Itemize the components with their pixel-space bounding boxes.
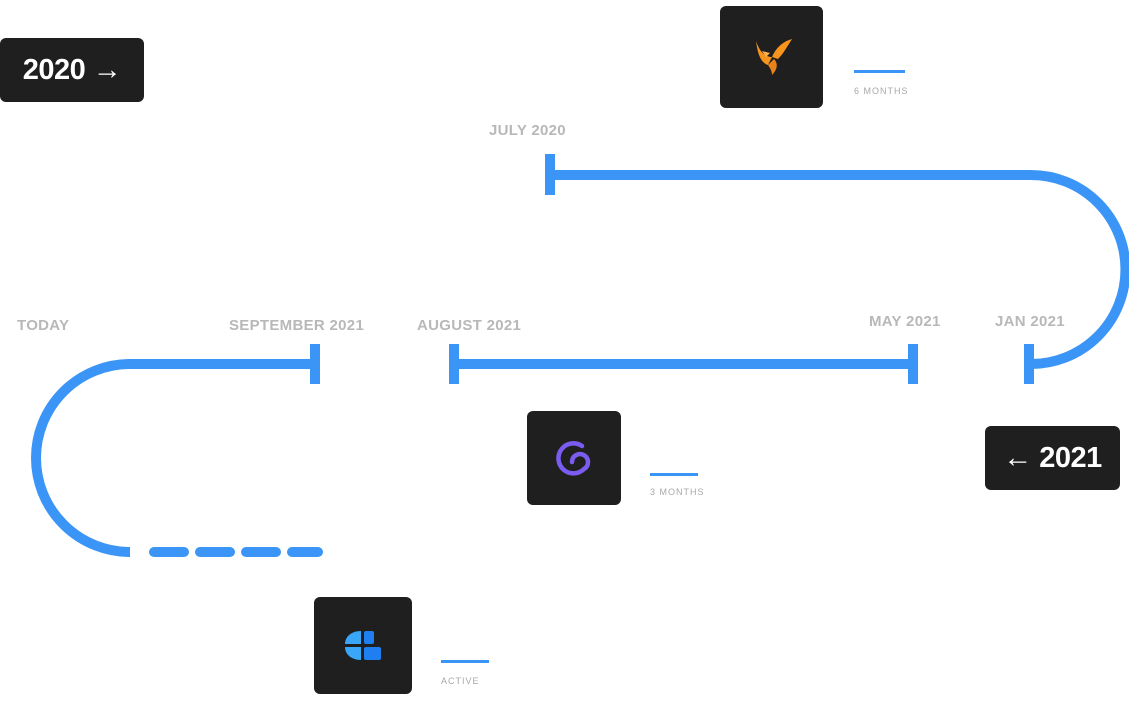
company-tile-3 (314, 597, 412, 694)
fastspring-bird-icon (755, 39, 792, 75)
year-badge-2021-label: ← 2021 (1003, 441, 1102, 474)
year-badge-2021: ← 2021 (985, 426, 1120, 490)
date-label-today: TODAY (17, 317, 70, 334)
date-label-may-2021: MAY 2021 (869, 313, 941, 330)
blue-blocks-icon (345, 630, 381, 660)
duration-line-1 (854, 70, 905, 73)
duration-label-3: ACTIVE (441, 676, 480, 686)
duration-line-2 (650, 473, 698, 476)
date-label-july-2020: JULY 2020 (489, 122, 566, 139)
track-segment-2020 (550, 170, 1129, 369)
company-tile-2 (527, 411, 621, 505)
date-label-august-2021: AUGUST 2021 (417, 317, 522, 334)
date-label-jan-2021: JAN 2021 (995, 313, 1065, 330)
purple-c-icon (556, 441, 591, 476)
date-label-september-2021: SEPTEMBER 2021 (229, 317, 365, 334)
duration-label-2: 3 MONTHS (650, 487, 705, 497)
year-badge-2020: 2020 → (0, 38, 144, 102)
track-segment-current (31, 359, 315, 557)
company-tile-1 (720, 6, 823, 108)
duration-line-3 (441, 660, 489, 663)
year-badge-2020-label: 2020 → (22, 53, 122, 86)
duration-label-1: 6 MONTHS (854, 86, 909, 96)
